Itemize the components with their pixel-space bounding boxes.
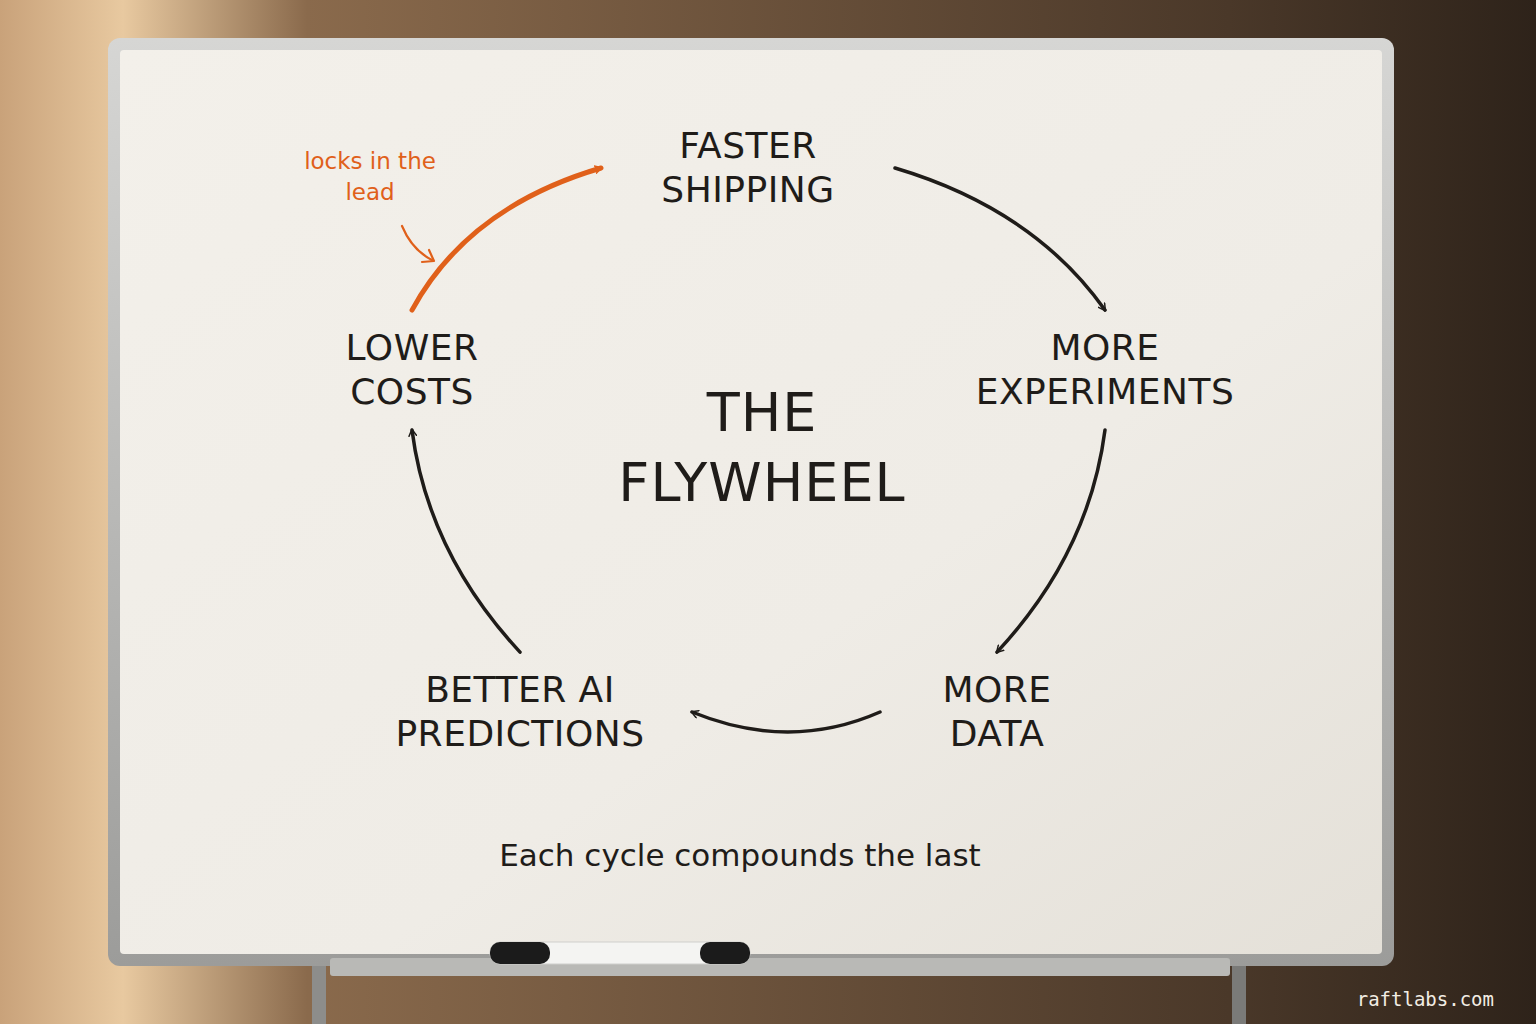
cycle-arrow	[997, 430, 1105, 652]
cycle-arrow	[895, 168, 1105, 310]
stage-label: MORE EXPERIMENTS	[953, 326, 1257, 414]
diagram-caption: Each cycle compounds the last	[499, 837, 981, 873]
stage-label: LOWER COSTS	[305, 326, 519, 414]
marker-cap	[490, 942, 550, 964]
stage-label: FASTER SHIPPING	[621, 124, 875, 212]
cycle-stage: BETTER AI PREDICTIONS	[360, 664, 680, 760]
callout-leader	[402, 226, 432, 260]
cycle-arrow	[692, 712, 880, 732]
cycle-stage: FASTER SHIPPING	[613, 120, 883, 216]
cycle-arrow	[412, 430, 520, 652]
stage-label: MORE DATA	[900, 668, 1094, 756]
callout-note: locks in the lead	[300, 146, 440, 208]
cycle-stage: MORE DATA	[892, 664, 1102, 760]
cycle-arrow	[412, 168, 601, 310]
marker	[490, 942, 750, 964]
board-frame	[108, 38, 1394, 966]
callout-leader-head	[422, 250, 434, 262]
cycle-stage: MORE EXPERIMENTS	[945, 322, 1265, 418]
cycle-stage: LOWER COSTS	[297, 322, 527, 418]
board-surface	[120, 50, 1382, 954]
stand-leg	[1232, 960, 1246, 1024]
diagram-title: THE FLYWHEEL	[582, 378, 942, 518]
stage-label: BETTER AI PREDICTIONS	[368, 668, 672, 756]
stand-leg	[312, 960, 326, 1024]
marker-tray	[330, 958, 1230, 976]
marker-end	[700, 942, 750, 964]
watermark: raftlabs.com	[1357, 988, 1494, 1010]
